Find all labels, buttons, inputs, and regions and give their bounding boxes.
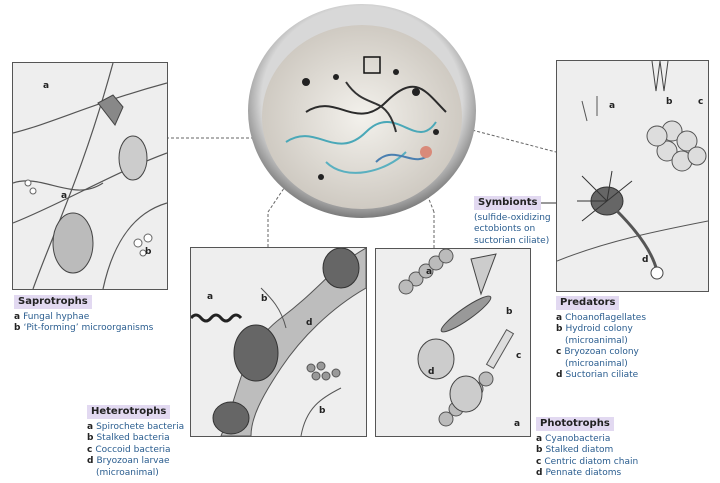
legend-item: b‘Pit-forming’ microorganisms xyxy=(14,323,154,333)
panel-letter: c xyxy=(516,351,522,361)
symbionts-desc: suctorian ciliate) xyxy=(474,235,550,246)
heterotrophs-illustration: a b d b xyxy=(190,247,367,437)
saprotrophs-illustration: a a b xyxy=(12,62,168,290)
panel-letter: a xyxy=(207,292,214,302)
panel-letter: a xyxy=(514,419,521,429)
panel-letter: b xyxy=(506,307,513,317)
panel-letter: d xyxy=(428,367,435,377)
legend-item: (microanimal) xyxy=(96,467,159,478)
panel-letter: a xyxy=(609,101,616,111)
symbionts-legend: Symbionts (sulfide-oxidizing ectobionts … xyxy=(474,196,551,247)
predators-title: Predators xyxy=(556,296,620,310)
panel-letter: d xyxy=(306,318,313,328)
panel-letter: b xyxy=(261,294,268,304)
panel-letter: c xyxy=(698,97,704,107)
legend-item: (microanimal) xyxy=(565,358,628,369)
symbionts-desc: ectobionts on xyxy=(474,224,536,234)
panel-letter: b xyxy=(145,247,152,257)
panel-letter: a xyxy=(43,81,50,91)
panel-letter: a xyxy=(426,267,433,277)
petri-dish-photo xyxy=(248,4,476,218)
phototrophs-title: Phototrophs xyxy=(536,417,614,431)
legend-item: (microanimal) xyxy=(565,335,628,346)
phototrophs-illustration: a b c d a xyxy=(375,248,531,437)
heterotrophs-title: Heterotrophs xyxy=(87,405,171,419)
symbionts-title: Symbionts xyxy=(474,196,542,210)
panel-letter: d xyxy=(642,255,649,265)
panel-letter: b xyxy=(666,97,673,107)
panel-letter: a xyxy=(61,191,68,201)
symbionts-desc: (sulfide-oxidizing xyxy=(474,212,551,223)
predators-illustration: a b c d xyxy=(556,60,709,292)
panel-letter: b xyxy=(319,406,326,416)
saprotrophs-title: Saprotrophs xyxy=(14,295,92,309)
